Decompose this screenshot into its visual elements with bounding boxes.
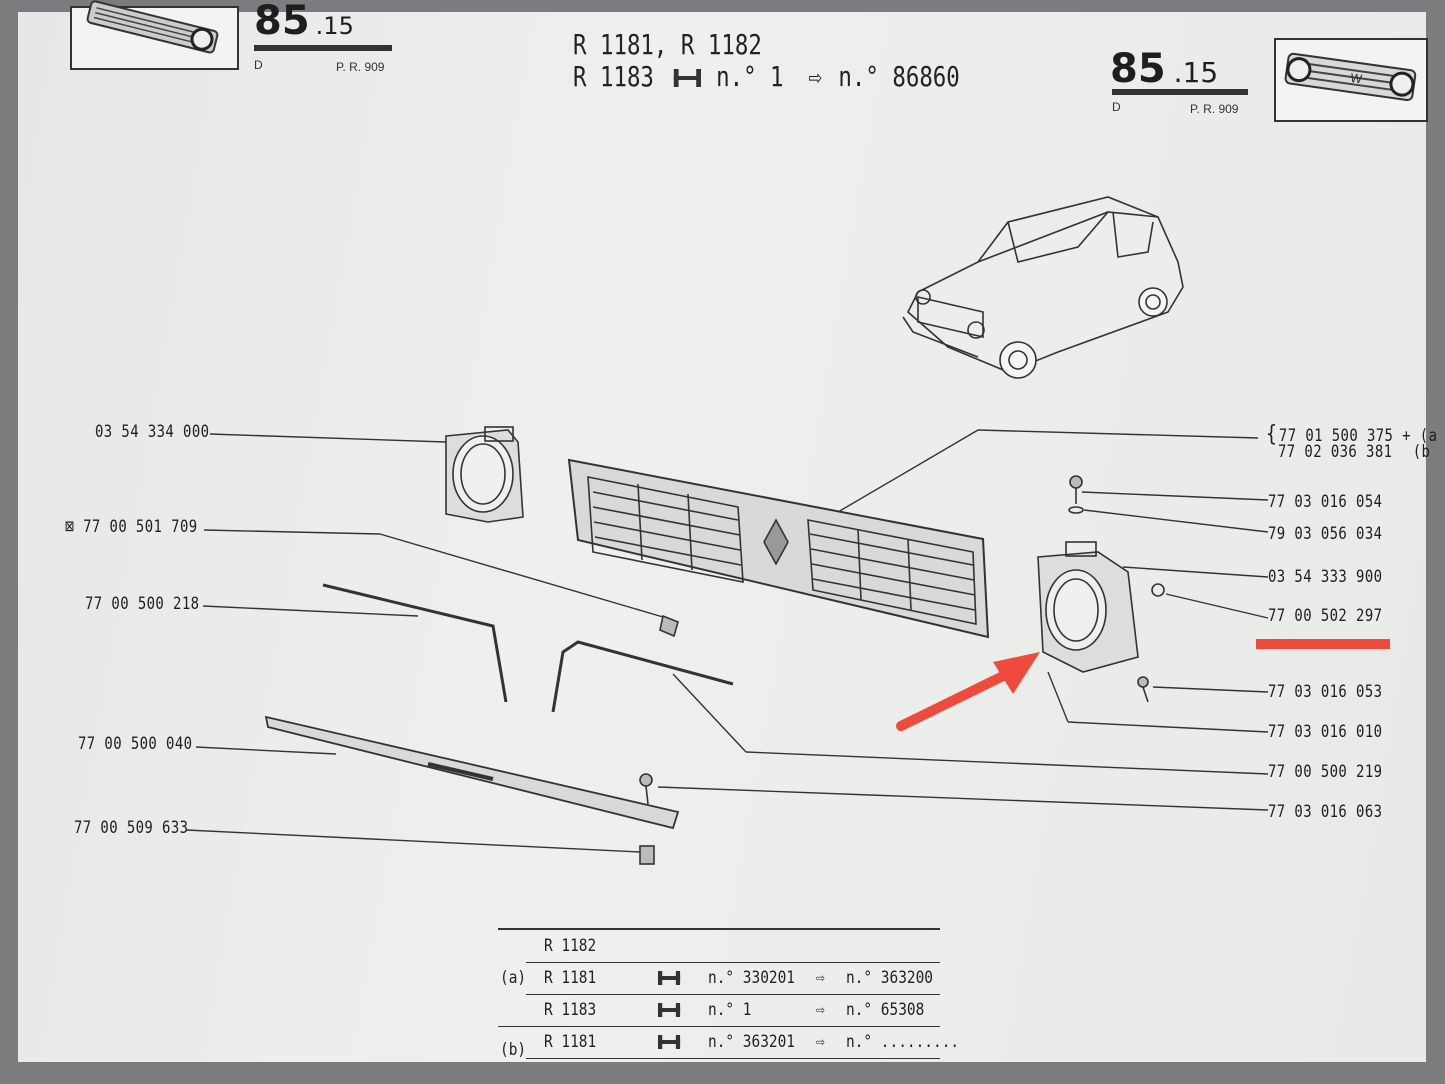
radiator-grille	[567, 458, 990, 639]
section-d-left: D	[254, 58, 263, 72]
chassis-icon	[658, 971, 681, 985]
section-underline-right	[1112, 89, 1248, 95]
screw-icons	[639, 475, 1149, 865]
arrow-right-icon: ⇨	[816, 1000, 825, 1020]
part-number-housing-left: 03 54 334 000	[95, 422, 210, 442]
part-number-screw-4: 77 03 016 063	[1268, 802, 1383, 822]
grille-thumbnail-icon: W	[1284, 52, 1417, 102]
table-row: (a) R 1181 n.° 330201 ⇨ n.° 363200	[500, 968, 934, 988]
leader-lines	[185, 429, 1269, 853]
part-number-lower-bar: 77 00 500 040	[78, 734, 193, 754]
headlight-housing-left	[445, 426, 524, 523]
table-row: (b) R 1181 n.° 363201 ⇨ n.° .........	[500, 1032, 960, 1060]
part-number-washer: 79 03 056 034	[1268, 524, 1383, 544]
part-number-trim-right: 77 00 500 219	[1268, 762, 1383, 782]
table-row: R 1182	[544, 936, 597, 956]
applicability-table: R 1182 (a) R 1181 n.° 330201 ⇨ n.° 36320…	[496, 928, 960, 1062]
part-number-housing-right: 03 54 333 900	[1268, 567, 1383, 587]
part-number-grille-a: {77 01 500 375 + (a	[1266, 422, 1438, 447]
models-line-1: R 1181, R 1182	[573, 28, 762, 61]
parts-catalog-page: 85.15 D P. R. 909 R 1181, R 1182 R 1183 …	[18, 0, 1437, 1062]
grille-thumbnail-icon	[86, 0, 219, 54]
part-number-screw-3: 77 03 016 010	[1268, 722, 1383, 742]
trim-strip-right	[551, 640, 734, 713]
exploded-parts-diagram	[185, 196, 1390, 865]
part-number-screw-2: 77 03 016 053	[1268, 682, 1383, 702]
chassis-icon	[658, 1003, 681, 1017]
models-line-2: R 1183 n.° 1 ⇨ n.° 86860	[573, 60, 960, 93]
chassis-icon	[673, 69, 702, 87]
arrow-right-icon: ⇨	[816, 1032, 825, 1052]
section-number-left: 85.15	[254, 0, 354, 44]
car-illustration	[902, 196, 1184, 379]
section-number-right: 85.15	[1110, 46, 1219, 92]
svg-text:W: W	[1349, 71, 1363, 87]
chassis-icon	[658, 1035, 681, 1049]
part-number-grille-b: 77 02 036 381 (b	[1278, 442, 1431, 462]
grille-thumbnail-left	[70, 0, 239, 70]
red-arrow-icon	[896, 652, 1040, 731]
section-pr-left: P. R. 909	[336, 60, 385, 74]
part-number-screw-1: 77 03 016 054	[1268, 492, 1383, 512]
arrow-right-icon: ⇨	[816, 968, 825, 988]
section-underline-left	[254, 45, 392, 51]
part-number-trim-left: 77 00 500 218	[85, 594, 200, 614]
replaced-part-marker: ⊠	[65, 516, 75, 537]
section-pr-right: P. R. 909	[1190, 102, 1239, 116]
arrow-right-icon: ⇨	[808, 60, 822, 93]
headlight-housing-right	[1037, 541, 1165, 673]
part-number-nut: 77 00 509 633	[74, 818, 189, 838]
section-d-right: D	[1112, 100, 1121, 114]
grille-thumbnail-right: W	[1274, 38, 1428, 122]
table-row: R 1183 n.° 1 ⇨ n.° 65308	[544, 1000, 925, 1020]
part-number-highlighted: 77 00 502 297	[1268, 606, 1383, 626]
trim-strip-left	[322, 583, 508, 703]
part-number-clip: ⊠ 77 00 501 709	[65, 516, 198, 537]
